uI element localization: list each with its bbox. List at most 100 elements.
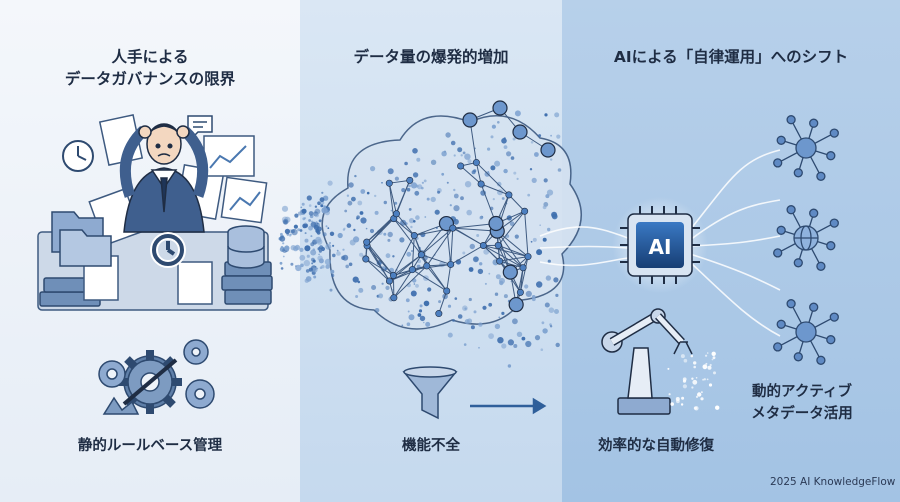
particle	[417, 313, 422, 317]
particle	[319, 266, 323, 270]
particle	[464, 307, 467, 310]
network-node	[477, 180, 485, 188]
particle	[321, 191, 324, 194]
network-node	[472, 159, 480, 167]
particle	[303, 223, 309, 228]
particle	[460, 196, 464, 201]
sparkle	[691, 386, 694, 389]
particle	[405, 298, 410, 303]
particle	[374, 194, 377, 198]
network-node	[492, 100, 508, 116]
metadata-caption-line1: 動的アクティブ	[752, 384, 852, 400]
particle	[490, 135, 494, 139]
particle	[303, 259, 310, 267]
particle	[312, 259, 316, 263]
particle	[470, 325, 475, 330]
particle	[525, 340, 532, 348]
particle	[550, 158, 553, 161]
particle	[421, 181, 424, 184]
particle	[313, 275, 317, 279]
sparkle	[670, 402, 674, 406]
particle	[463, 343, 467, 346]
particle	[468, 267, 474, 272]
network-node	[390, 294, 398, 302]
sparkle	[695, 377, 698, 379]
particle	[423, 300, 430, 307]
network-node	[505, 191, 513, 199]
particle	[415, 215, 420, 220]
left-title-line2: データガバナンスの限界	[64, 70, 236, 88]
particle	[469, 243, 475, 250]
network-node	[435, 310, 443, 318]
sparkle	[697, 392, 702, 397]
sparkle	[683, 358, 688, 363]
network-node	[362, 255, 370, 263]
particle	[378, 293, 384, 299]
particle	[419, 304, 423, 308]
particle	[299, 229, 303, 232]
gear-icon	[183, 339, 209, 365]
particle	[416, 157, 421, 162]
particle	[491, 124, 496, 129]
particle	[320, 204, 324, 208]
particle	[294, 213, 299, 218]
particle	[371, 285, 377, 290]
particle	[390, 209, 393, 212]
metadata-networks	[773, 115, 839, 365]
particle	[532, 237, 537, 242]
particle	[295, 264, 302, 272]
particle	[415, 284, 419, 288]
particle	[527, 193, 531, 197]
particle	[327, 227, 330, 230]
particle	[329, 288, 333, 292]
network-node	[462, 112, 478, 128]
particle	[554, 112, 560, 118]
network-node	[540, 142, 556, 158]
particle	[408, 208, 412, 211]
particle	[557, 168, 562, 172]
particle	[370, 166, 376, 172]
hub-leaf	[793, 352, 803, 362]
network-node	[447, 260, 455, 268]
particle	[478, 346, 480, 349]
hub-node-icon	[773, 115, 839, 181]
hub-leaf	[773, 158, 783, 168]
network-node	[392, 210, 400, 218]
particle	[488, 302, 493, 307]
particle	[516, 177, 519, 180]
particle	[337, 232, 343, 239]
hub-leaf	[793, 258, 803, 268]
particle	[550, 134, 552, 137]
particle	[319, 197, 325, 203]
database-cylinder-icon	[227, 225, 265, 269]
particle	[462, 251, 466, 255]
hub-leaf	[776, 135, 786, 145]
network-node	[512, 124, 528, 140]
particle	[490, 165, 496, 171]
particle	[513, 171, 517, 175]
hub-node-icon	[773, 205, 839, 271]
particle	[394, 176, 399, 181]
network-node	[502, 264, 518, 280]
particle	[531, 297, 536, 302]
particle	[549, 325, 553, 328]
particle	[447, 332, 453, 338]
particle	[525, 290, 532, 297]
network-edge	[497, 210, 526, 246]
hub-leaf	[809, 302, 819, 312]
network-node	[385, 179, 393, 187]
hub-leaf	[826, 151, 836, 161]
particle	[347, 200, 353, 206]
particle	[406, 322, 411, 327]
particle	[423, 321, 425, 324]
particle	[314, 212, 319, 218]
right-title: AIによる「自律運用」へのシフト	[613, 48, 849, 66]
folder-icons	[51, 211, 112, 267]
data-network-nodes	[362, 100, 556, 318]
left-caption: 静的ルールベース管理	[77, 438, 223, 454]
particle	[355, 295, 359, 298]
network-edge	[476, 162, 510, 196]
network-edge	[498, 244, 529, 258]
sparkle	[703, 378, 706, 381]
particle	[360, 217, 367, 224]
